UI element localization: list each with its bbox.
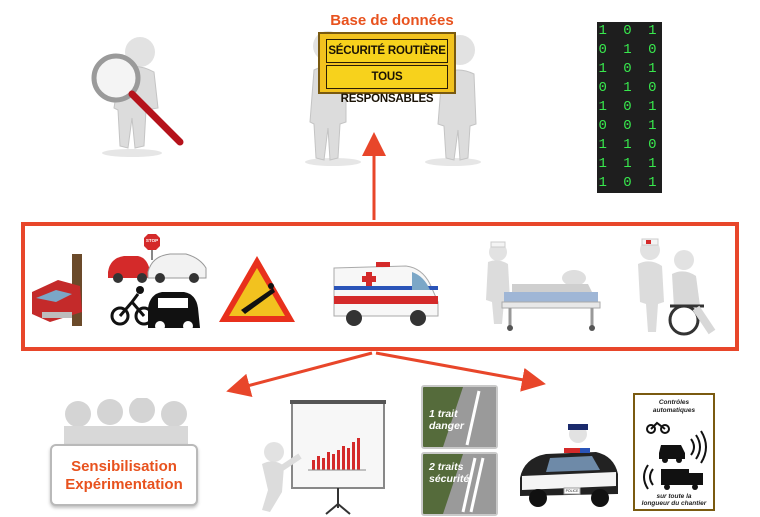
arrow-down-left (226, 351, 373, 398)
binary-row: 1 0 1 (598, 175, 661, 191)
database-title: Base de données (330, 12, 454, 29)
road-sign-danger-line-1: 1 trait (429, 408, 458, 420)
road-sign-safety-line-1: 2 traits (429, 461, 464, 473)
road-sign-safety: 2 traits sécurité (421, 452, 498, 516)
investigator-figure (91, 37, 184, 157)
speed-camera-icon (643, 421, 707, 490)
awareness-line-2: Expérimentation (65, 476, 183, 493)
binary-row: 0 1 0 (598, 42, 661, 58)
binary-matrix: 1 0 1 0 1 0 1 0 1 0 1 0 1 0 1 0 0 1 1 1 … (597, 22, 662, 193)
controls-footer-1: sur toute la (656, 493, 692, 500)
accident-chain-frame (21, 222, 739, 351)
crashed-car-icon (32, 254, 82, 326)
presentation-chart-icon (262, 400, 386, 515)
automatic-controls-sign: Contrôles automatiques sur toute la long… (633, 393, 715, 511)
controls-footer-2: longueur du chantier (641, 500, 707, 507)
binary-row: 1 0 1 (598, 99, 661, 115)
awareness-board: Sensibilisation Expérimentation (50, 444, 198, 506)
binary-row: 1 1 0 (598, 137, 661, 153)
binary-row: 0 1 0 (598, 80, 661, 96)
traffic-cars-icon (108, 234, 207, 331)
arrow-down-right (375, 351, 546, 392)
road-sign-danger-line-2: danger (429, 420, 465, 432)
road-safety-sign: SÉCURITÉ ROUTIÈRE TOUS RESPONSABLES (318, 32, 456, 105)
controls-title-1: Contrôles (658, 399, 690, 406)
binary-row: 1 0 1 (598, 61, 661, 77)
sign-line-1: SÉCURITÉ ROUTIÈRE (326, 39, 448, 63)
warning-triangle-icon (219, 256, 295, 322)
road-lane-icon (443, 387, 496, 447)
ambulance-icon (333, 262, 439, 326)
sign-line-2: TOUS RESPONSABLES (326, 65, 448, 105)
police-plate: POLICE (565, 489, 579, 493)
stop-sign-label: STOP (145, 238, 159, 243)
road-sign-danger: 1 trait danger (421, 385, 498, 449)
awareness-line-1: Sensibilisation (71, 458, 177, 475)
police-car-icon (520, 424, 618, 507)
binary-row: 1 0 1 (598, 23, 661, 39)
binary-row: 0 0 1 (598, 118, 661, 134)
road-sign-safety-line-2: sécurité (429, 473, 470, 485)
binary-row: 1 1 1 (598, 156, 661, 172)
controls-title-2: automatiques (652, 407, 696, 414)
nurse-wheelchair-icon (638, 238, 716, 336)
road-lane-icon (443, 454, 496, 514)
group-of-people-figures (64, 398, 188, 450)
hospital-bed-icon (486, 241, 601, 331)
